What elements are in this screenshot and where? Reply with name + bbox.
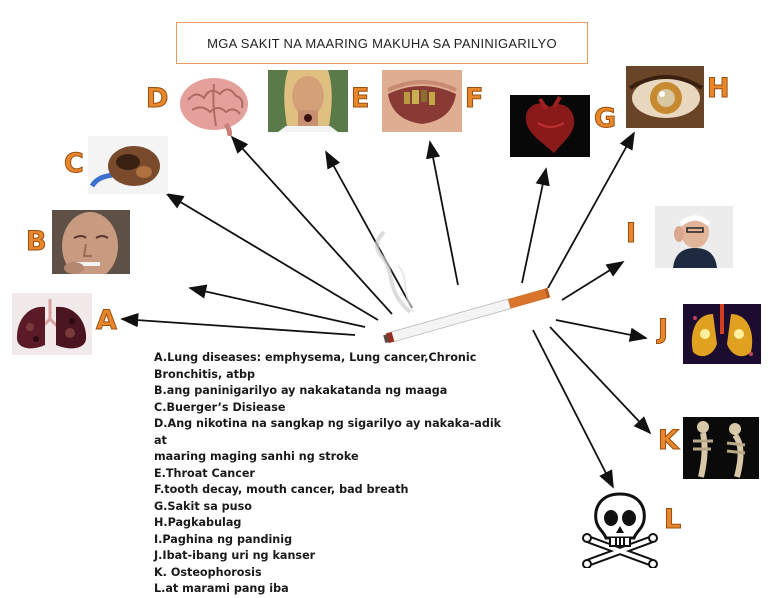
letter-e: E <box>350 83 370 114</box>
throat-image <box>268 70 348 132</box>
arrow-d <box>230 135 393 315</box>
eye-image <box>626 66 704 128</box>
arrow-c <box>165 193 379 321</box>
legend-item: G.Sakit sa puso <box>154 499 252 513</box>
arrow-e <box>325 150 413 309</box>
heart-image <box>510 95 590 157</box>
letter-j: J <box>657 314 669 345</box>
legend-item: A.Lung diseases: emphysema, Lung cancer,… <box>154 351 477 364</box>
legend-item: I.Paghina ng pandinig <box>154 532 293 546</box>
arrow-k <box>549 326 652 435</box>
page-title: MGA SAKIT NA MAARING MAKUHA SA PANINIGAR… <box>207 35 557 51</box>
letter-l: L <box>663 504 682 535</box>
arrow-h <box>547 131 635 289</box>
legend-list: A.Lung diseases: emphysema, Lung cancer,… <box>154 350 514 598</box>
letter-f: F <box>464 83 484 114</box>
spine-image <box>683 417 759 479</box>
arrow-l <box>532 329 614 489</box>
arrow-f <box>426 140 459 286</box>
letter-d: D <box>145 83 169 114</box>
letter-a: A <box>96 305 118 336</box>
hearing-image <box>655 206 733 268</box>
skull-crossbones-icon <box>580 488 660 568</box>
arrow-i <box>561 261 625 301</box>
letter-i: I <box>625 218 637 249</box>
cancer-image <box>683 304 761 364</box>
letter-k: K <box>658 425 680 456</box>
legend-item: C.Buerger’s Disiease <box>154 400 286 414</box>
arrow-g <box>521 167 550 284</box>
foot-image <box>88 136 168 194</box>
lungs-image <box>12 293 92 355</box>
legend-item: maaring maging sanhi ng stroke <box>154 450 359 463</box>
letter-b: B <box>26 226 48 257</box>
legend-item: D.Ang nikotina na sangkap ng sigarilyo a… <box>154 417 502 447</box>
letter-c: C <box>64 148 85 179</box>
legend-item: E.Throat Cancer <box>154 466 255 480</box>
brain-image <box>176 74 254 136</box>
cigarette-icon <box>383 287 551 344</box>
legend-item: H.Pagkabulag <box>154 516 242 529</box>
legend-item: J.Ibat-ibang uri ng kanser <box>154 549 316 562</box>
arrow-b <box>188 284 366 328</box>
smoke <box>374 230 412 314</box>
title-box: MGA SAKIT NA MAARING MAKUHA SA PANINIGAR… <box>176 22 588 64</box>
legend-item: L.at marami pang iba <box>154 582 289 595</box>
legend-item: B.ang paninigarilyo ay nakakatanda ng ma… <box>154 384 448 397</box>
face-image <box>52 210 130 274</box>
letter-g: G <box>593 103 617 134</box>
legend-item: K. Osteophorosis <box>154 565 262 579</box>
legend-item: F.tooth decay, mouth cancer, bad breath <box>154 483 409 496</box>
legend-item: Bronchitis, atbp <box>154 367 256 381</box>
arrow-j <box>555 319 648 342</box>
teeth-image <box>382 70 462 132</box>
arrow-a <box>120 312 356 336</box>
letter-h: H <box>707 73 731 104</box>
